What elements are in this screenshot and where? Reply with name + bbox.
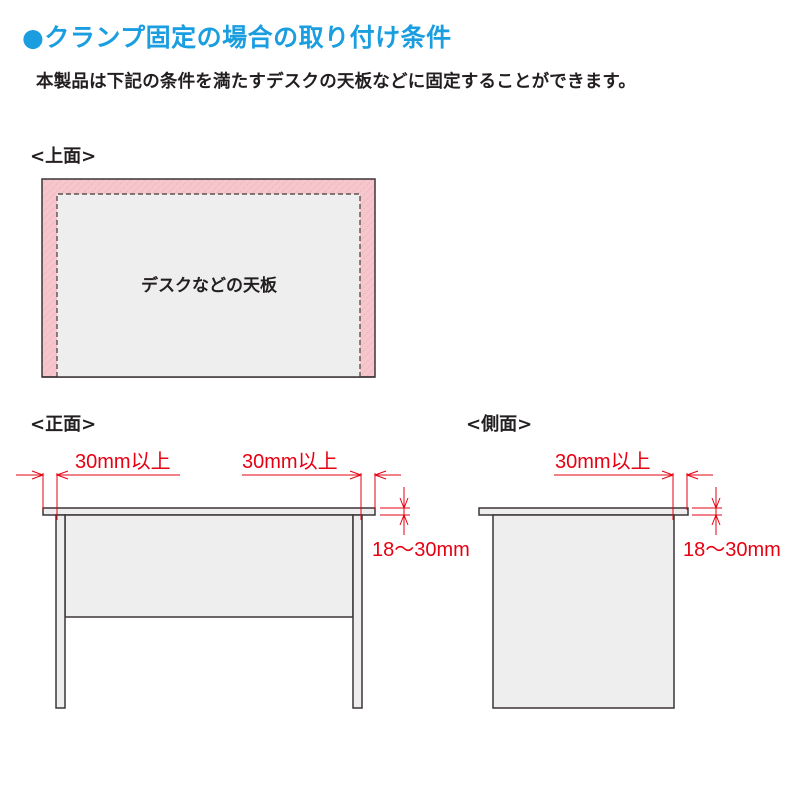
side-view-label: <側面> [466, 414, 533, 435]
page-subtitle: 本製品は下記の条件を満たすデスクの天板などに固定することができます。 [36, 72, 637, 92]
front-left-overhang-label: 30mm以上 [75, 450, 171, 473]
page-title: ●クランプ固定の場合の取り付け条件 [22, 23, 452, 52]
front-tabletop [42, 507, 376, 516]
front-view-label: <正面> [30, 414, 97, 435]
front-thickness-label: 18〜30mm [372, 539, 470, 561]
front-view-desk [42, 507, 376, 709]
side-overhang-label: 30mm以上 [555, 450, 651, 473]
front-dimension-lines [16, 470, 410, 535]
desktop-inner-area [57, 194, 360, 377]
side-body [492, 514, 675, 709]
top-view-desk: デスクなどの天板 [41, 178, 376, 378]
side-thickness-label: 18〜30mm [683, 539, 781, 561]
front-right-leg [352, 514, 363, 709]
front-left-leg [55, 514, 66, 709]
front-panel [64, 514, 354, 618]
side-tabletop [478, 507, 689, 516]
side-view-desk [478, 507, 689, 709]
side-dimension-lines [554, 470, 722, 535]
clamp-boundary-dashed [56, 193, 361, 377]
top-view-label: <上面> [30, 146, 97, 167]
top-view-center-text: デスクなどの天板 [141, 275, 278, 296]
front-right-overhang-label: 30mm以上 [242, 450, 338, 473]
